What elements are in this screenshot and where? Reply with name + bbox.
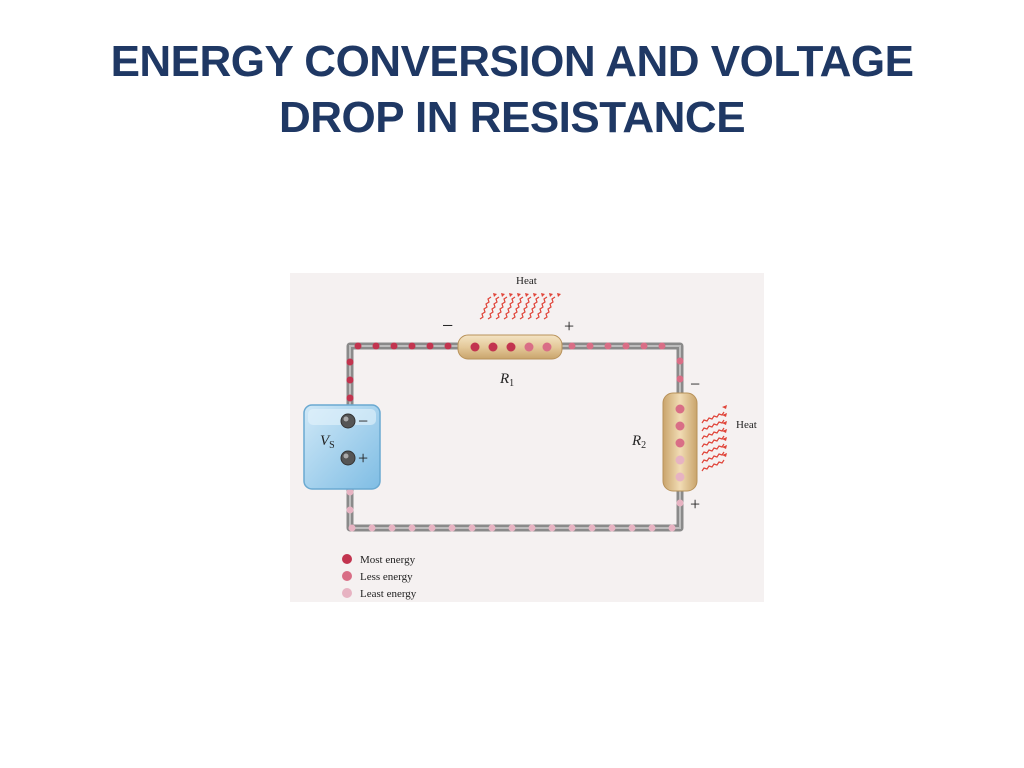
r1-label-main: R xyxy=(499,371,509,387)
r1-label-sub: 1 xyxy=(509,378,514,389)
r1-label: R1 xyxy=(499,371,514,389)
r2-plus-sign: + xyxy=(690,494,700,514)
circuit-diagram: − + R1 − + R2 − + VS xyxy=(303,275,757,600)
legend-swatch-less xyxy=(342,571,352,581)
vs-plus-sign: + xyxy=(358,448,368,468)
r1-minus-sign: − xyxy=(442,315,453,337)
wire-top-left xyxy=(346,342,460,413)
heat-arrows-top xyxy=(479,296,556,320)
vs-minus-sign: − xyxy=(358,411,368,431)
heat-label-top: Heat xyxy=(516,275,537,287)
wire-bottom xyxy=(346,463,684,532)
legend-swatch-least xyxy=(342,588,352,598)
resistor-r2 xyxy=(662,392,698,492)
heat-label-right: Heat xyxy=(736,419,757,431)
slide-title: ENERGY CONVERSION AND VOLTAGE DROP IN RE… xyxy=(60,34,964,146)
vs-label-main: V xyxy=(320,433,331,449)
electrons-bottom xyxy=(346,470,684,532)
legend: Most energy Less energy Least energy xyxy=(342,554,417,600)
circuit-wires xyxy=(346,342,684,532)
electrons-top-right xyxy=(568,342,684,383)
slide-title-line-2: DROP IN RESISTANCE xyxy=(278,93,746,142)
r2-label: R2 xyxy=(631,433,646,451)
legend-label-less: Less energy xyxy=(360,571,413,583)
heat-arrows-right xyxy=(701,411,725,472)
wire-highlight xyxy=(349,345,681,529)
wire-top-right xyxy=(560,342,684,393)
circuit-figure: − + R1 − + R2 − + VS xyxy=(290,273,764,602)
r2-label-main: R xyxy=(631,433,641,449)
electrons-top-left xyxy=(346,342,452,402)
battery-vs xyxy=(303,404,381,490)
heat-arrowheads-right xyxy=(722,405,727,457)
r2-minus-sign: − xyxy=(690,374,700,394)
r1-plus-sign: + xyxy=(564,316,574,336)
legend-label-most: Most energy xyxy=(360,554,416,566)
vs-label-sub: S xyxy=(329,440,335,451)
heat-arrowheads-top xyxy=(493,293,561,297)
legend-swatch-most xyxy=(342,554,352,564)
resistor-r1 xyxy=(457,334,563,360)
vs-label: VS xyxy=(320,433,335,451)
r2-label-sub: 2 xyxy=(641,440,646,451)
legend-label-least: Least energy xyxy=(360,588,417,600)
slide-title-line-1: ENERGY CONVERSION AND VOLTAGE xyxy=(110,37,914,86)
